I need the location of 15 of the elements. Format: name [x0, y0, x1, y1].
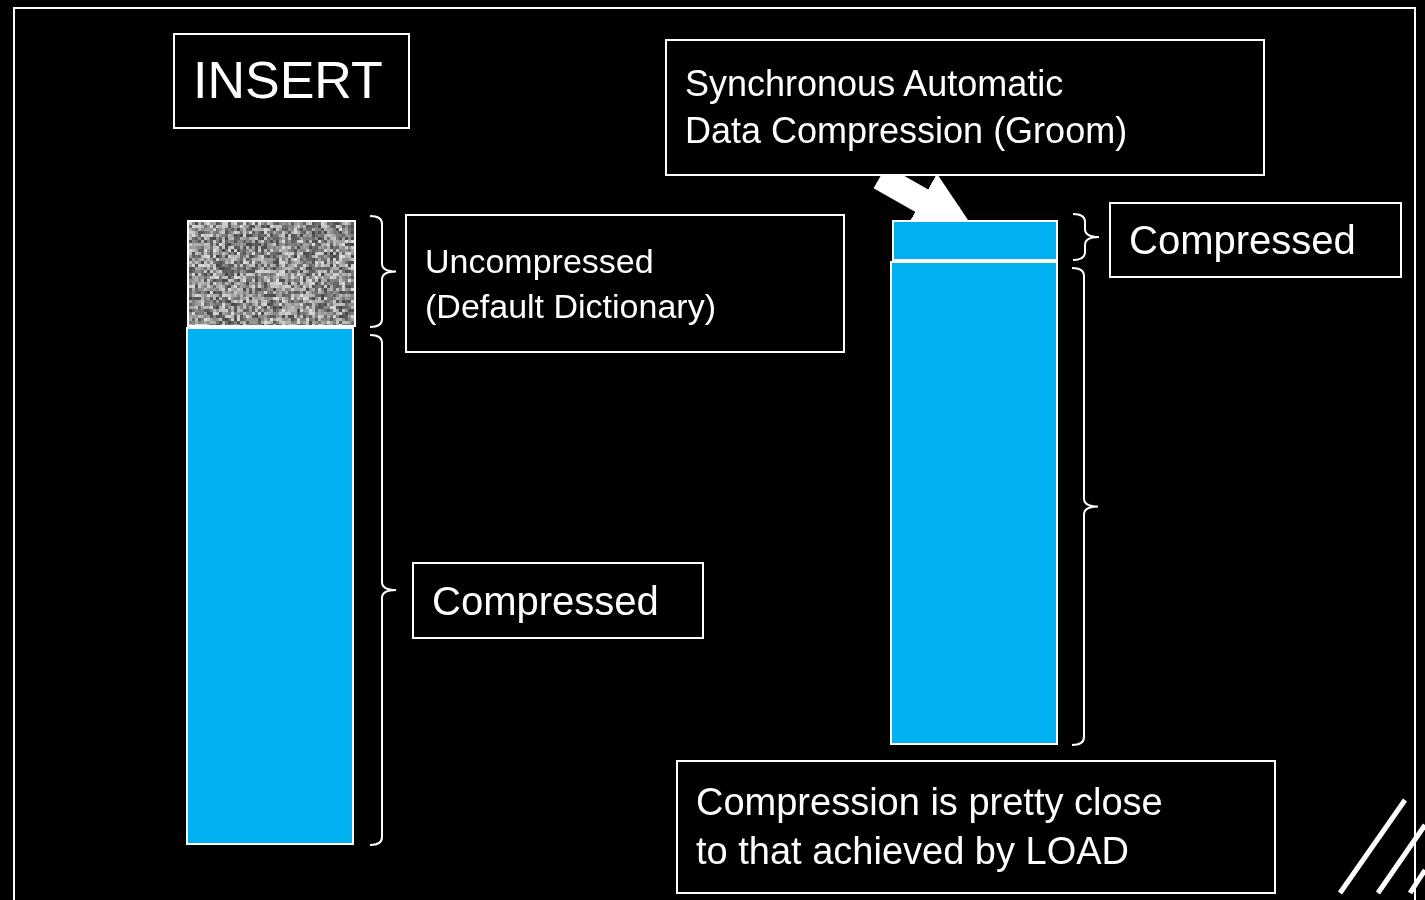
label-text: Compression is pretty close to that achieved by LOAD: [696, 779, 1164, 874]
label-text: Synchronous Automatic Data Compression (Groom): [685, 61, 1129, 153]
label-text: Compressed: [1129, 217, 1356, 264]
bar-segment: [186, 327, 354, 845]
label-text: Uncompressed (Default Dictionary): [425, 241, 717, 327]
label-box: [1109, 202, 1402, 278]
label-box: [173, 33, 410, 129]
label-box: [665, 39, 1265, 176]
label-box: [412, 562, 704, 639]
label-box: [676, 760, 1276, 894]
bar-segment: [892, 220, 1058, 261]
label-box: [405, 214, 845, 353]
label-text: INSERT: [193, 50, 383, 112]
label-text: Compressed: [432, 577, 659, 625]
bar-segment: [890, 261, 1058, 745]
